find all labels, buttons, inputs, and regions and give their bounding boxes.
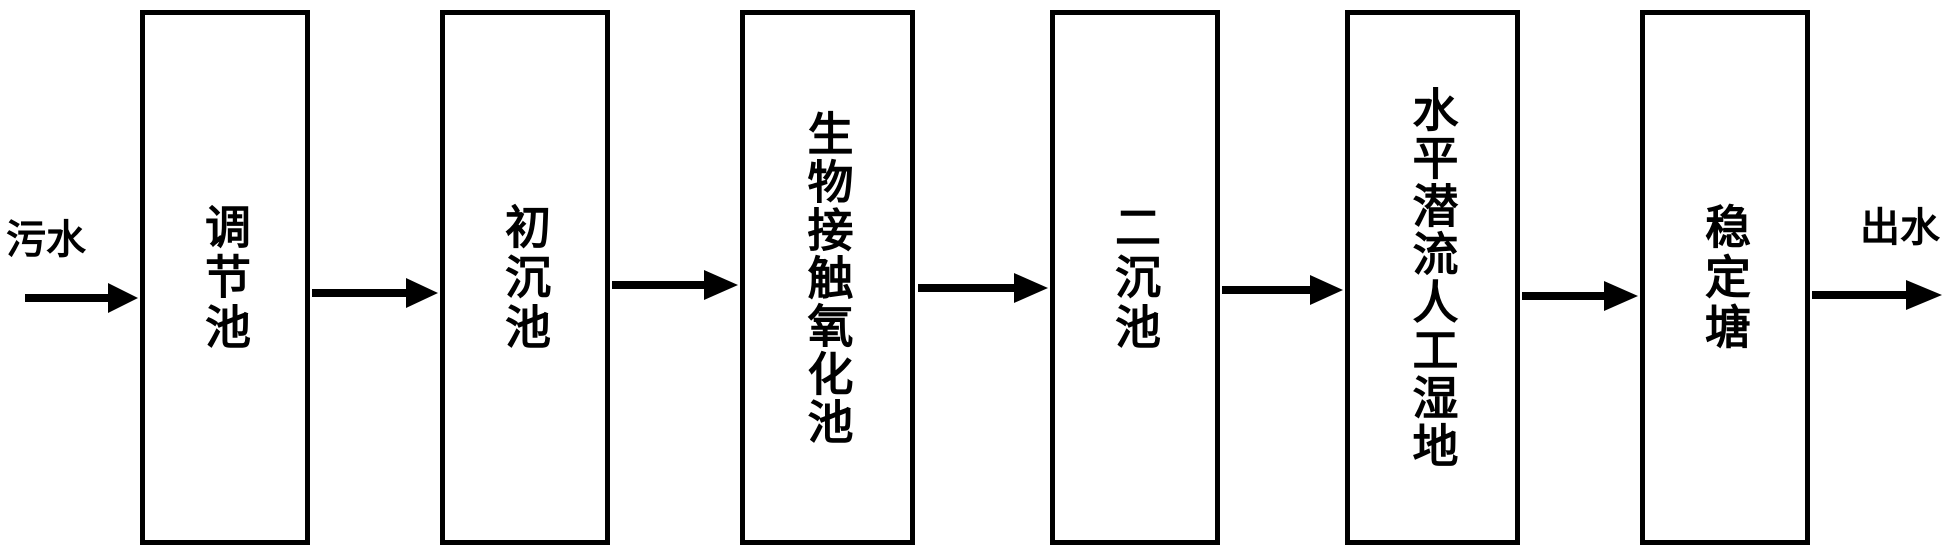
stage-label-shidi: 水平潜流人工湿地	[1405, 85, 1460, 470]
stage-box-shidi: 水平潜流人工湿地	[1345, 10, 1520, 545]
output-label: 出水	[1860, 205, 1940, 251]
stage-box-wendingtang: 稳定塘	[1640, 10, 1810, 545]
stage-box-tiaojiechi: 调节池	[140, 10, 310, 545]
input-label: 污水	[6, 217, 86, 263]
stage-label-shengwu: 生物接触氧化池	[800, 109, 855, 446]
stage-box-chuchenchi: 初沉池	[440, 10, 610, 545]
arrow-4	[1222, 275, 1343, 305]
arrow-3	[918, 273, 1048, 303]
stage-label-tiaojiechi: 调节池	[198, 202, 252, 353]
stage-label-chuchenchi: 初沉池	[498, 202, 552, 353]
arrow-5	[1522, 281, 1638, 311]
arrow-input	[25, 283, 138, 313]
stage-box-erchenchi: 二沉池	[1050, 10, 1220, 545]
stage-box-shengwu: 生物接触氧化池	[740, 10, 915, 545]
arrow-output	[1812, 280, 1942, 310]
arrow-2	[612, 270, 738, 300]
stage-label-erchenchi: 二沉池	[1108, 202, 1162, 353]
stage-label-wendingtang: 稳定塘	[1698, 202, 1752, 353]
arrow-1	[312, 278, 438, 308]
